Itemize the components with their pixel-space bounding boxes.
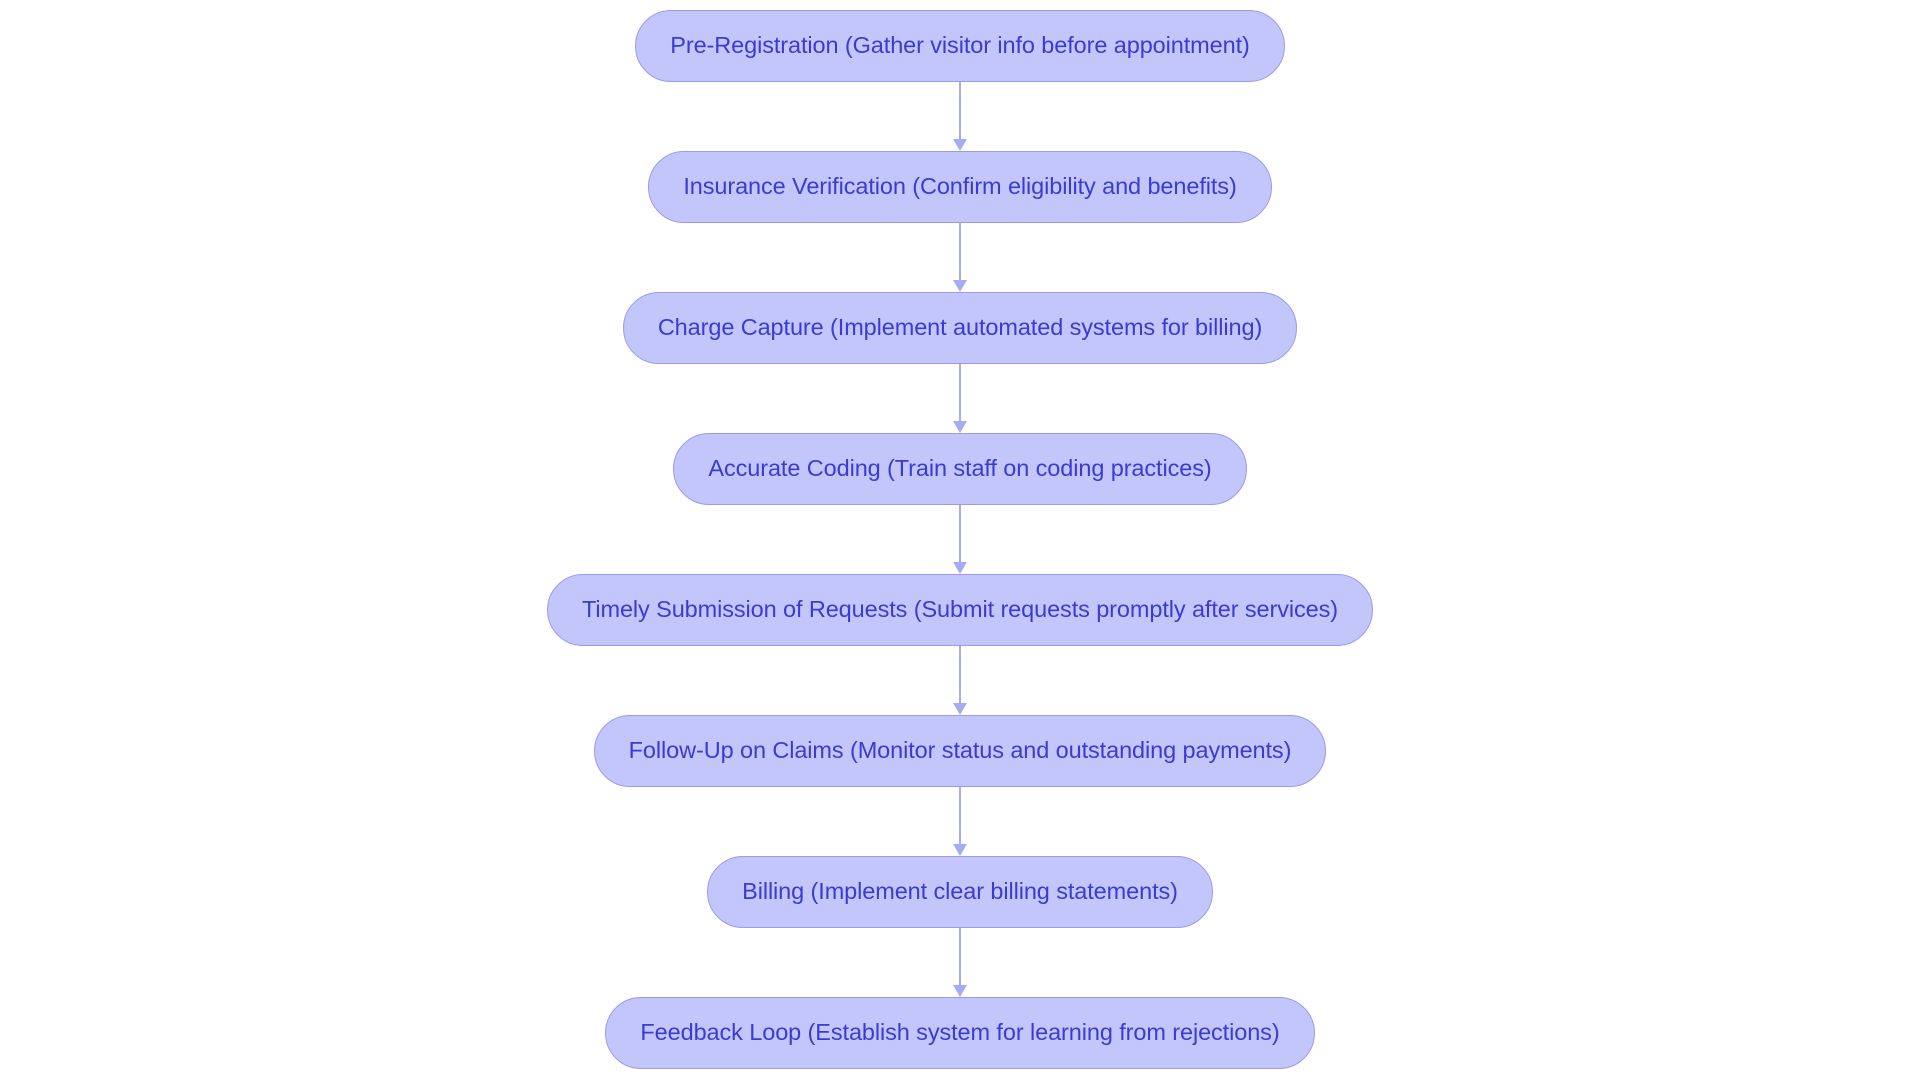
flowchart-node-label: Charge Capture (Implement automated syst…	[657, 314, 1263, 341]
connector-line	[959, 364, 961, 421]
flowchart-connector-arrow-2	[953, 223, 967, 292]
flowchart-connector-arrow-3	[953, 364, 967, 433]
flowchart-row: Feedback Loop (Establish system for lear…	[0, 997, 1920, 1069]
flowchart-connector-arrow-4	[953, 505, 967, 574]
arrow-down-icon	[953, 421, 967, 433]
flowchart-node-feedback-loop[interactable]: Feedback Loop (Establish system for lear…	[605, 997, 1315, 1069]
connector-line	[959, 646, 961, 703]
flowchart-row: Pre-Registration (Gather visitor info be…	[0, 10, 1920, 82]
flowchart-connector-arrow-1	[953, 82, 967, 151]
arrow-down-icon	[953, 562, 967, 574]
arrow-down-icon	[953, 139, 967, 151]
flowchart-node-timely-submission-of-requests[interactable]: Timely Submission of Requests (Submit re…	[546, 574, 1374, 646]
connector-line	[959, 787, 961, 844]
arrow-down-icon	[953, 844, 967, 856]
flowchart-node-label: Follow-Up on Claims (Monitor status and …	[628, 737, 1292, 764]
connector-line	[959, 82, 961, 139]
flowchart-row: Billing (Implement clear billing stateme…	[0, 856, 1920, 928]
flowchart-node-label: Feedback Loop (Establish system for lear…	[640, 1019, 1280, 1046]
flowchart-node-label: Accurate Coding (Train staff on coding p…	[708, 455, 1212, 482]
flowchart-row: Insurance Verification (Confirm eligibil…	[0, 151, 1920, 223]
flowchart-node-pre-registration[interactable]: Pre-Registration (Gather visitor info be…	[635, 10, 1285, 82]
connector-line	[959, 505, 961, 562]
flowchart-row: Follow-Up on Claims (Monitor status and …	[0, 715, 1920, 787]
flowchart-node-label: Insurance Verification (Confirm eligibil…	[683, 173, 1237, 200]
flowchart-node-label: Pre-Registration (Gather visitor info be…	[670, 32, 1250, 59]
flowchart-connector-arrow-5	[953, 646, 967, 715]
flowchart-node-insurance-verification[interactable]: Insurance Verification (Confirm eligibil…	[648, 151, 1272, 223]
flowchart-node-charge-capture[interactable]: Charge Capture (Implement automated syst…	[622, 292, 1298, 364]
arrow-down-icon	[953, 280, 967, 292]
flowchart-node-accurate-coding[interactable]: Accurate Coding (Train staff on coding p…	[673, 433, 1247, 505]
flowchart-row: Accurate Coding (Train staff on coding p…	[0, 433, 1920, 505]
flowchart-node-label: Timely Submission of Requests (Submit re…	[581, 596, 1339, 623]
connector-line	[959, 223, 961, 280]
flowchart-row: Charge Capture (Implement automated syst…	[0, 292, 1920, 364]
flowchart-node-billing[interactable]: Billing (Implement clear billing stateme…	[707, 856, 1213, 928]
flowchart-connector-arrow-7	[953, 928, 967, 997]
flowchart-node-label: Billing (Implement clear billing stateme…	[742, 878, 1178, 905]
arrow-down-icon	[953, 985, 967, 997]
connector-line	[959, 928, 961, 985]
arrow-down-icon	[953, 703, 967, 715]
flowchart-node-follow-up-on-claims[interactable]: Follow-Up on Claims (Monitor status and …	[593, 715, 1327, 787]
flowchart-connector-arrow-6	[953, 787, 967, 856]
flowchart-row: Timely Submission of Requests (Submit re…	[0, 574, 1920, 646]
